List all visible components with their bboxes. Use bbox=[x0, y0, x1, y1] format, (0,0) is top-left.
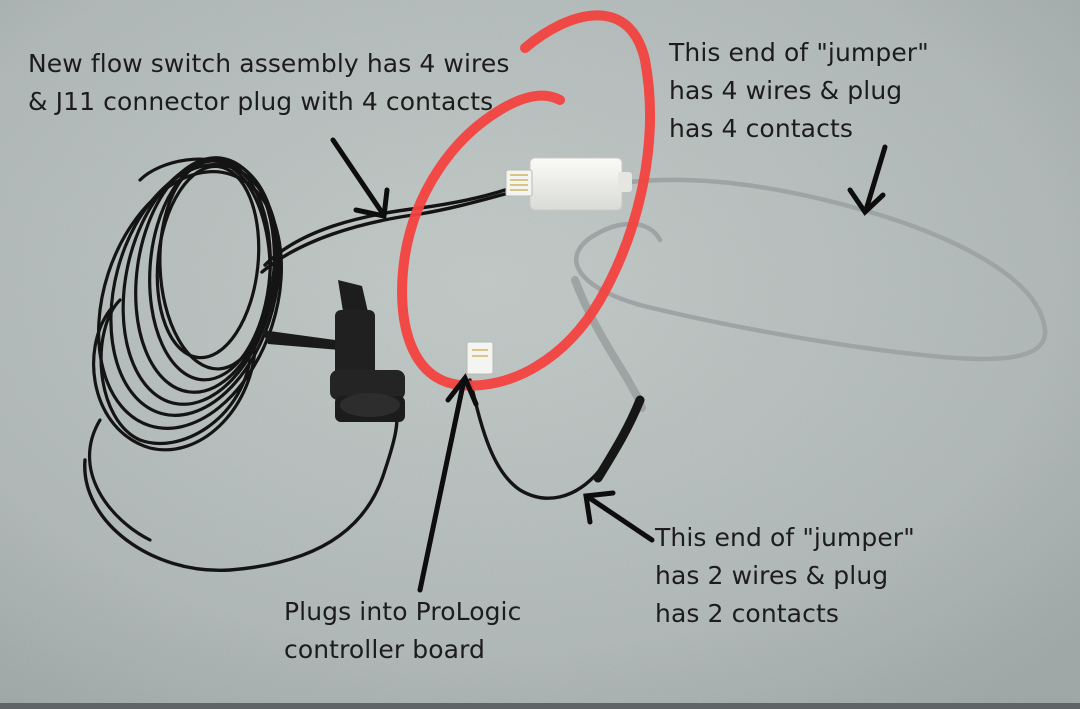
caption-line: has 4 wires & plug bbox=[669, 76, 903, 105]
caption-line: New flow switch assembly has 4 wires bbox=[28, 49, 510, 78]
arrow-to-controller-plug bbox=[417, 373, 479, 593]
caption-line: has 2 contacts bbox=[655, 599, 839, 628]
caption-line: This end of "jumper" bbox=[669, 38, 929, 67]
red-highlight-circle bbox=[397, 10, 655, 391]
arrow-to-four-wire-end bbox=[847, 144, 888, 216]
caption-line: has 2 wires & plug bbox=[655, 561, 889, 590]
caption-line: has 4 contacts bbox=[669, 114, 853, 143]
two-contact-plug bbox=[466, 341, 494, 375]
caption-jumper-four-wire-end: This end of "jumper" has 4 wires & plug … bbox=[669, 34, 929, 148]
arrow-to-flow-switch-cable bbox=[330, 137, 390, 220]
caption-line: Plugs into ProLogic bbox=[284, 597, 522, 626]
flow-switch-body bbox=[262, 280, 405, 422]
caption-line: This end of "jumper" bbox=[655, 523, 915, 552]
arrow-to-two-wire-end bbox=[583, 490, 655, 543]
white-four-contact-connector bbox=[505, 157, 632, 211]
caption-controller-plug: Plugs into ProLogic controller board bbox=[284, 593, 521, 669]
bottom-border bbox=[0, 703, 1080, 709]
caption-flow-switch-assembly: New flow switch assembly has 4 wires & J… bbox=[28, 45, 509, 121]
caption-line: controller board bbox=[284, 635, 486, 664]
caption-line: & J11 connector plug with 4 contacts bbox=[28, 87, 494, 116]
caption-jumper-two-wire-end: This end of "jumper" has 2 wires & plug … bbox=[655, 519, 915, 633]
black-cable-coil bbox=[87, 156, 283, 542]
